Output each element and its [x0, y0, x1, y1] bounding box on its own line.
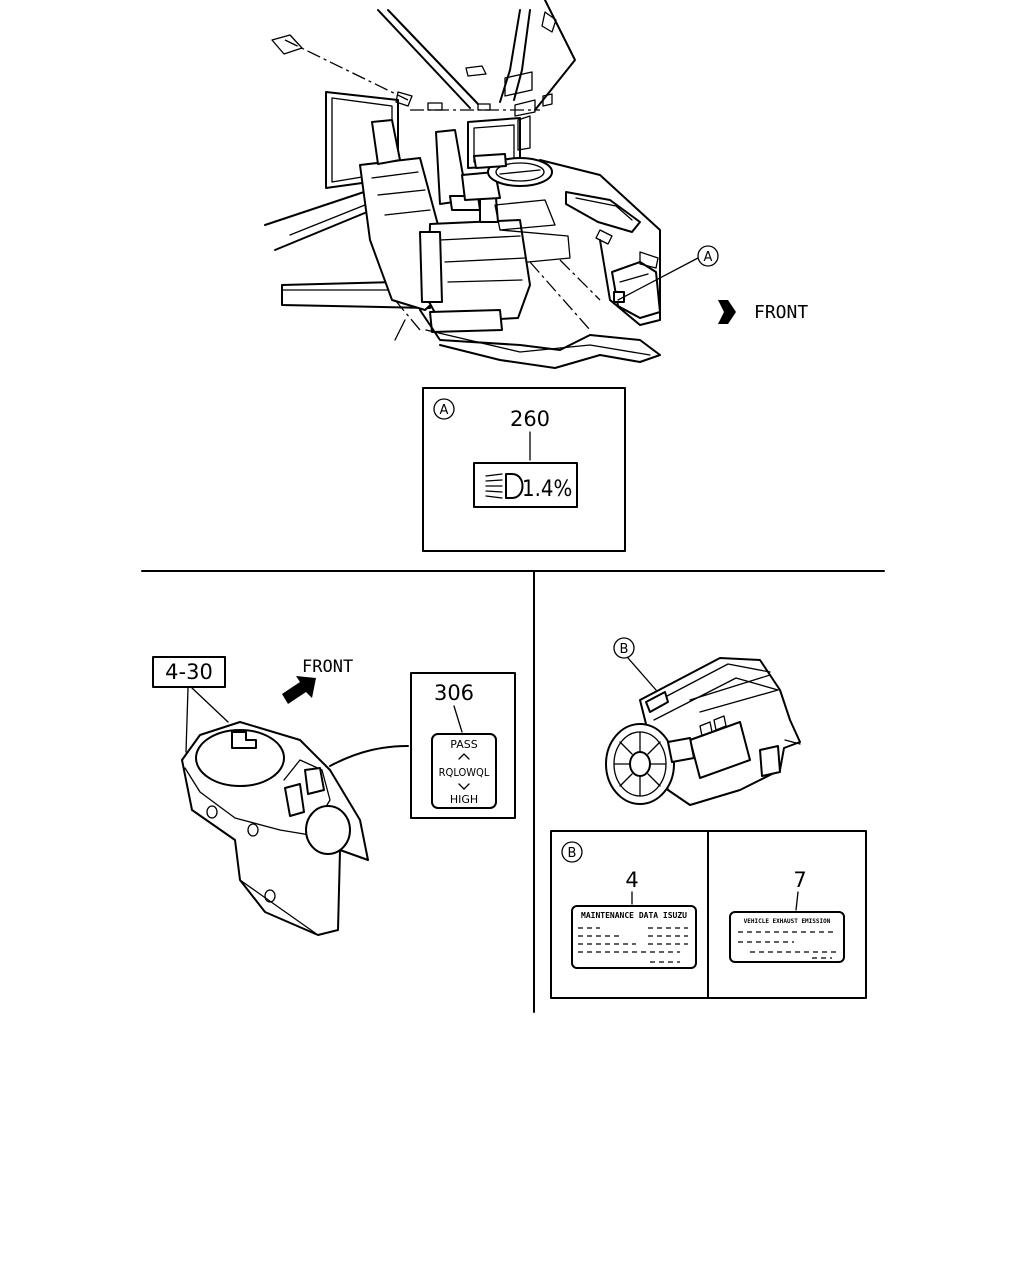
front-label-top: FRONT [754, 302, 808, 323]
headlight-leveling-icon [485, 473, 524, 499]
part-number-4: 4 [625, 868, 638, 892]
part-number-260: 260 [510, 407, 550, 431]
emission-label-title: VEHICLE EXHAUST EMISSION [744, 918, 831, 925]
part-number-7: 7 [793, 868, 806, 892]
callout-a: A [697, 245, 719, 267]
front-arrow-icon-bottom [282, 676, 316, 704]
detail-b-letter: B [568, 846, 577, 861]
switch-section: 4-30 FRONT 306 PASS RQLOWQL [152, 656, 516, 936]
headlight-label-text: 1.4% [522, 477, 572, 502]
front-direction-top: FRONT [718, 300, 808, 324]
emission-label [729, 911, 845, 963]
ref-label-4-30: 4-30 [165, 660, 213, 684]
detail-b-box: B 4 MAINTENANCE DATA ISUZU 7 VEHICLE EXH… [550, 830, 867, 999]
detail-a-letter: A [440, 403, 449, 418]
switch-label-pass: PASS [450, 738, 477, 751]
part-number-306: 306 [434, 681, 474, 705]
engine-illustration: B [605, 637, 801, 806]
switch-label-high: HIGH [450, 793, 478, 806]
cab-interior-illustration [264, 0, 699, 369]
combination-switch-illustration [181, 721, 409, 936]
callout-a-letter: A [704, 250, 713, 265]
front-label-bottom: FRONT [302, 657, 353, 677]
detail-a-box: A 260 1.4% [422, 387, 626, 552]
front-arrow-icon [718, 300, 736, 324]
callout-b-letter: B [620, 642, 629, 657]
switch-label-lo: RQLOWQL [439, 766, 490, 779]
maintenance-data-label [571, 905, 697, 969]
maintenance-label-title: MAINTENANCE DATA ISUZU [581, 911, 687, 920]
